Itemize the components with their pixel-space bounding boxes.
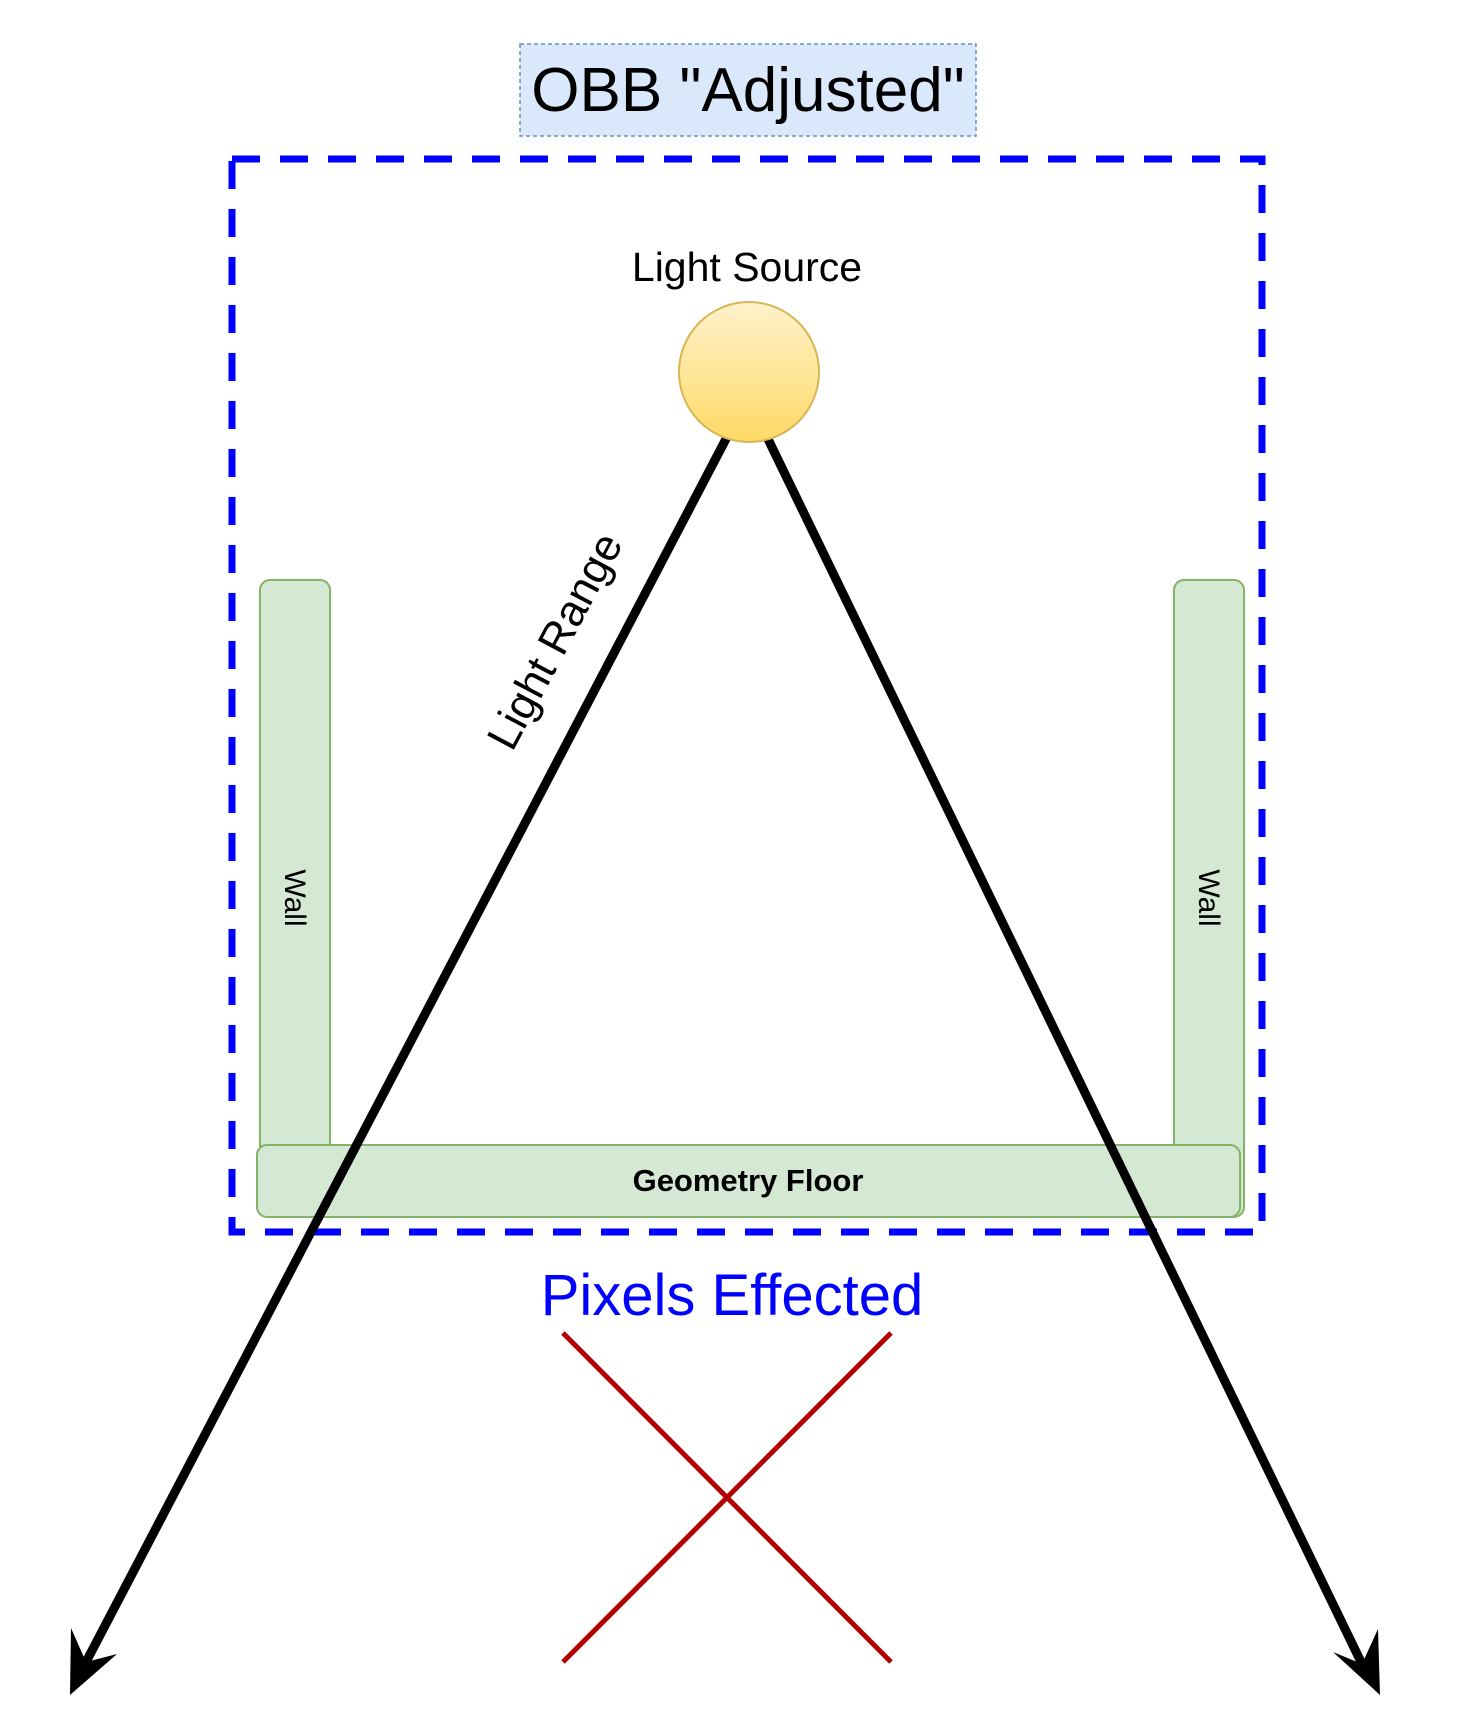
arrowhead-icon — [1333, 1629, 1380, 1695]
cross-mark-icon — [561, 1331, 893, 1664]
diagram-title: OBB "Adjusted" — [531, 56, 964, 125]
left-light-ray[interactable] — [81, 432, 732, 1667]
light-range-label: Light Range — [478, 525, 633, 758]
arrowhead-icon — [70, 1628, 117, 1695]
title-box-background — [519, 43, 977, 137]
title-box[interactable]: OBB "Adjusted" — [519, 43, 977, 137]
right-light-ray[interactable] — [762, 432, 1367, 1669]
pixels-effected-label: Pixels Effected — [541, 1263, 924, 1328]
right-wall[interactable]: Wall — [1173, 579, 1245, 1218]
left-wall[interactable]: Wall — [259, 579, 331, 1218]
light-source-label: Light Source — [632, 244, 862, 290]
obb-boundary[interactable] — [228, 155, 1266, 1236]
cross-stroke-2 — [561, 1331, 893, 1664]
geometry-floor-shape — [256, 1144, 1241, 1218]
left-wall-label: Wall — [278, 869, 311, 926]
right-wall-label: Wall — [1192, 869, 1225, 926]
geometry-floor-label: Geometry Floor — [633, 1163, 864, 1198]
sun-circle-icon[interactable] — [678, 301, 820, 443]
light-rays — [70, 432, 1380, 1695]
geometry-floor[interactable]: Geometry Floor — [256, 1144, 1241, 1218]
